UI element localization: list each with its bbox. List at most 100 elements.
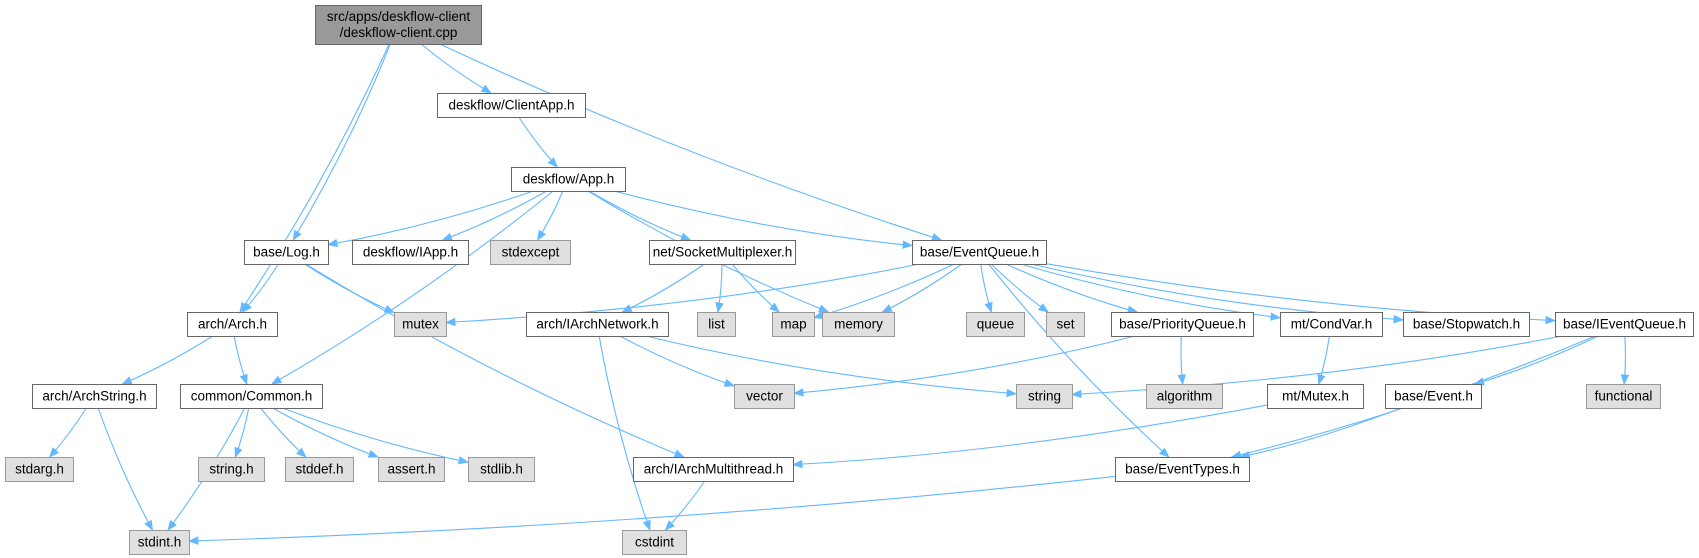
node-priorityqueue[interactable]: base/PriorityQueue.h: [1111, 312, 1254, 337]
arrowhead-icon: [1159, 447, 1170, 458]
node-condvar[interactable]: mt/CondVar.h: [1280, 312, 1383, 337]
node-eventqueue[interactable]: base/EventQueue.h: [912, 240, 1047, 265]
arrowhead-icon: [769, 302, 780, 313]
edge-sockmux-to-iarchnetwork: [621, 263, 705, 313]
node-box: [1280, 312, 1383, 337]
node-stddefh: stddef.h: [285, 457, 354, 482]
node-label: map: [780, 317, 806, 332]
node-box: [966, 312, 1025, 337]
node-iarchnetwork[interactable]: arch/IArchNetwork.h: [526, 312, 669, 337]
edge-line: [988, 263, 1170, 458]
arrowhead-icon: [296, 447, 307, 458]
arrowhead-icon: [902, 240, 914, 249]
edge-common-to-stdlibh: [282, 407, 470, 465]
node-box: [1555, 312, 1694, 337]
node-label: deskflow/App.h: [523, 172, 615, 187]
node-asserth: assert.h: [378, 457, 445, 482]
node-sockmux[interactable]: net/SocketMultiplexer.h: [649, 240, 796, 265]
node-box: [772, 312, 815, 337]
node-label: /deskflow-client.cpp: [340, 25, 458, 40]
arrowhead-icon: [547, 157, 558, 168]
arrowhead-icon: [444, 317, 456, 327]
node-label: arch/ArchString.h: [42, 389, 146, 404]
node-list: list: [697, 312, 736, 337]
node-arch[interactable]: arch/Arch.h: [187, 312, 278, 337]
node-box: [1146, 384, 1223, 409]
node-box: [633, 457, 794, 482]
node-set: set: [1046, 312, 1085, 337]
edge-common-to-stringh: [234, 407, 250, 459]
node-archstring[interactable]: arch/ArchString.h: [32, 384, 157, 409]
arrowhead-icon: [818, 304, 830, 313]
arrowhead-icon: [144, 519, 153, 531]
edge-mtmutex-to-iarchmultithread: [791, 404, 1268, 469]
node-label: deskflow/ClientApp.h: [448, 98, 574, 113]
node-label: memory: [834, 317, 883, 332]
node-iapp[interactable]: deskflow/IApp.h: [352, 240, 469, 265]
edge-app-to-log: [326, 190, 534, 248]
arrowhead-icon: [441, 232, 453, 241]
edge-line: [1005, 263, 1138, 313]
edge-common-to-stddefh: [260, 407, 307, 458]
node-box: [352, 240, 469, 265]
node-box: [1016, 384, 1073, 409]
arrowhead-icon: [326, 238, 338, 248]
node-label: common/Common.h: [191, 389, 313, 404]
arrowhead-icon: [241, 302, 252, 313]
arrowhead-icon: [48, 447, 60, 458]
node-mtmutex[interactable]: mt/Mutex.h: [1267, 384, 1364, 409]
node-stopwatch[interactable]: base/Stopwatch.h: [1403, 312, 1530, 337]
node-functional: functional: [1586, 384, 1661, 409]
node-box: [822, 312, 895, 337]
node-box: [437, 93, 586, 118]
arrowhead-icon: [1620, 374, 1630, 386]
node-root[interactable]: src/apps/deskflow-client/deskflow-client…: [315, 5, 482, 45]
node-label: src/apps/deskflow-client: [327, 9, 471, 24]
node-label: list: [708, 317, 725, 332]
arrowhead-icon: [1393, 314, 1405, 324]
node-label: stddef.h: [295, 462, 343, 477]
edge-line: [598, 335, 651, 531]
node-common[interactable]: common/Common.h: [180, 384, 323, 409]
edge-line: [622, 263, 705, 313]
arrowhead-icon: [457, 456, 470, 465]
edge-line: [188, 475, 1116, 542]
node-clientapp[interactable]: deskflow/ClientApp.h: [437, 93, 586, 118]
edge-ieventqueue-to-event: [1473, 335, 1599, 386]
arrowhead-icon: [881, 304, 893, 313]
arrowhead-icon: [984, 301, 993, 314]
node-label: base/PriorityQueue.h: [1119, 317, 1246, 332]
edge-archstring-to-stdinth: [97, 407, 153, 531]
node-string: string: [1016, 384, 1073, 409]
node-box: [734, 384, 795, 409]
edge-line: [1240, 407, 1402, 458]
node-box: [622, 530, 687, 555]
node-label: arch/Arch.h: [198, 317, 267, 332]
node-eventtypes[interactable]: base/EventTypes.h: [1115, 457, 1250, 482]
node-box: [129, 530, 190, 555]
node-ieventqueue[interactable]: base/IEventQueue.h: [1555, 312, 1694, 337]
arrowhead-icon: [680, 232, 692, 241]
arrowhead-icon: [664, 520, 675, 531]
node-box: [244, 240, 329, 265]
node-label: arch/IArchNetwork.h: [536, 317, 658, 332]
node-log[interactable]: base/Log.h: [244, 240, 329, 265]
node-label: base/Event.h: [1394, 389, 1473, 404]
node-label: stdlib.h: [480, 462, 523, 477]
arrowhead-icon: [723, 378, 736, 387]
edge-line: [793, 335, 1136, 394]
edge-line: [990, 263, 1049, 313]
edge-iarchnetwork-to-string: [646, 335, 1018, 398]
node-iarchmultithread[interactable]: arch/IArchMultithread.h: [633, 457, 794, 482]
node-label: mutex: [402, 317, 439, 332]
edge-eventqueue-to-set: [990, 263, 1049, 313]
node-label: base/IEventQueue.h: [1563, 317, 1686, 332]
edge-log-to-iarchmultithread: [305, 263, 685, 458]
edge-line: [646, 335, 1017, 395]
node-label: mt/Mutex.h: [1282, 389, 1349, 404]
node-event[interactable]: base/Event.h: [1385, 384, 1482, 409]
node-app[interactable]: deskflow/App.h: [511, 167, 626, 192]
edge-app-to-sockmux: [588, 190, 692, 241]
edge-app-to-common: [271, 190, 554, 385]
